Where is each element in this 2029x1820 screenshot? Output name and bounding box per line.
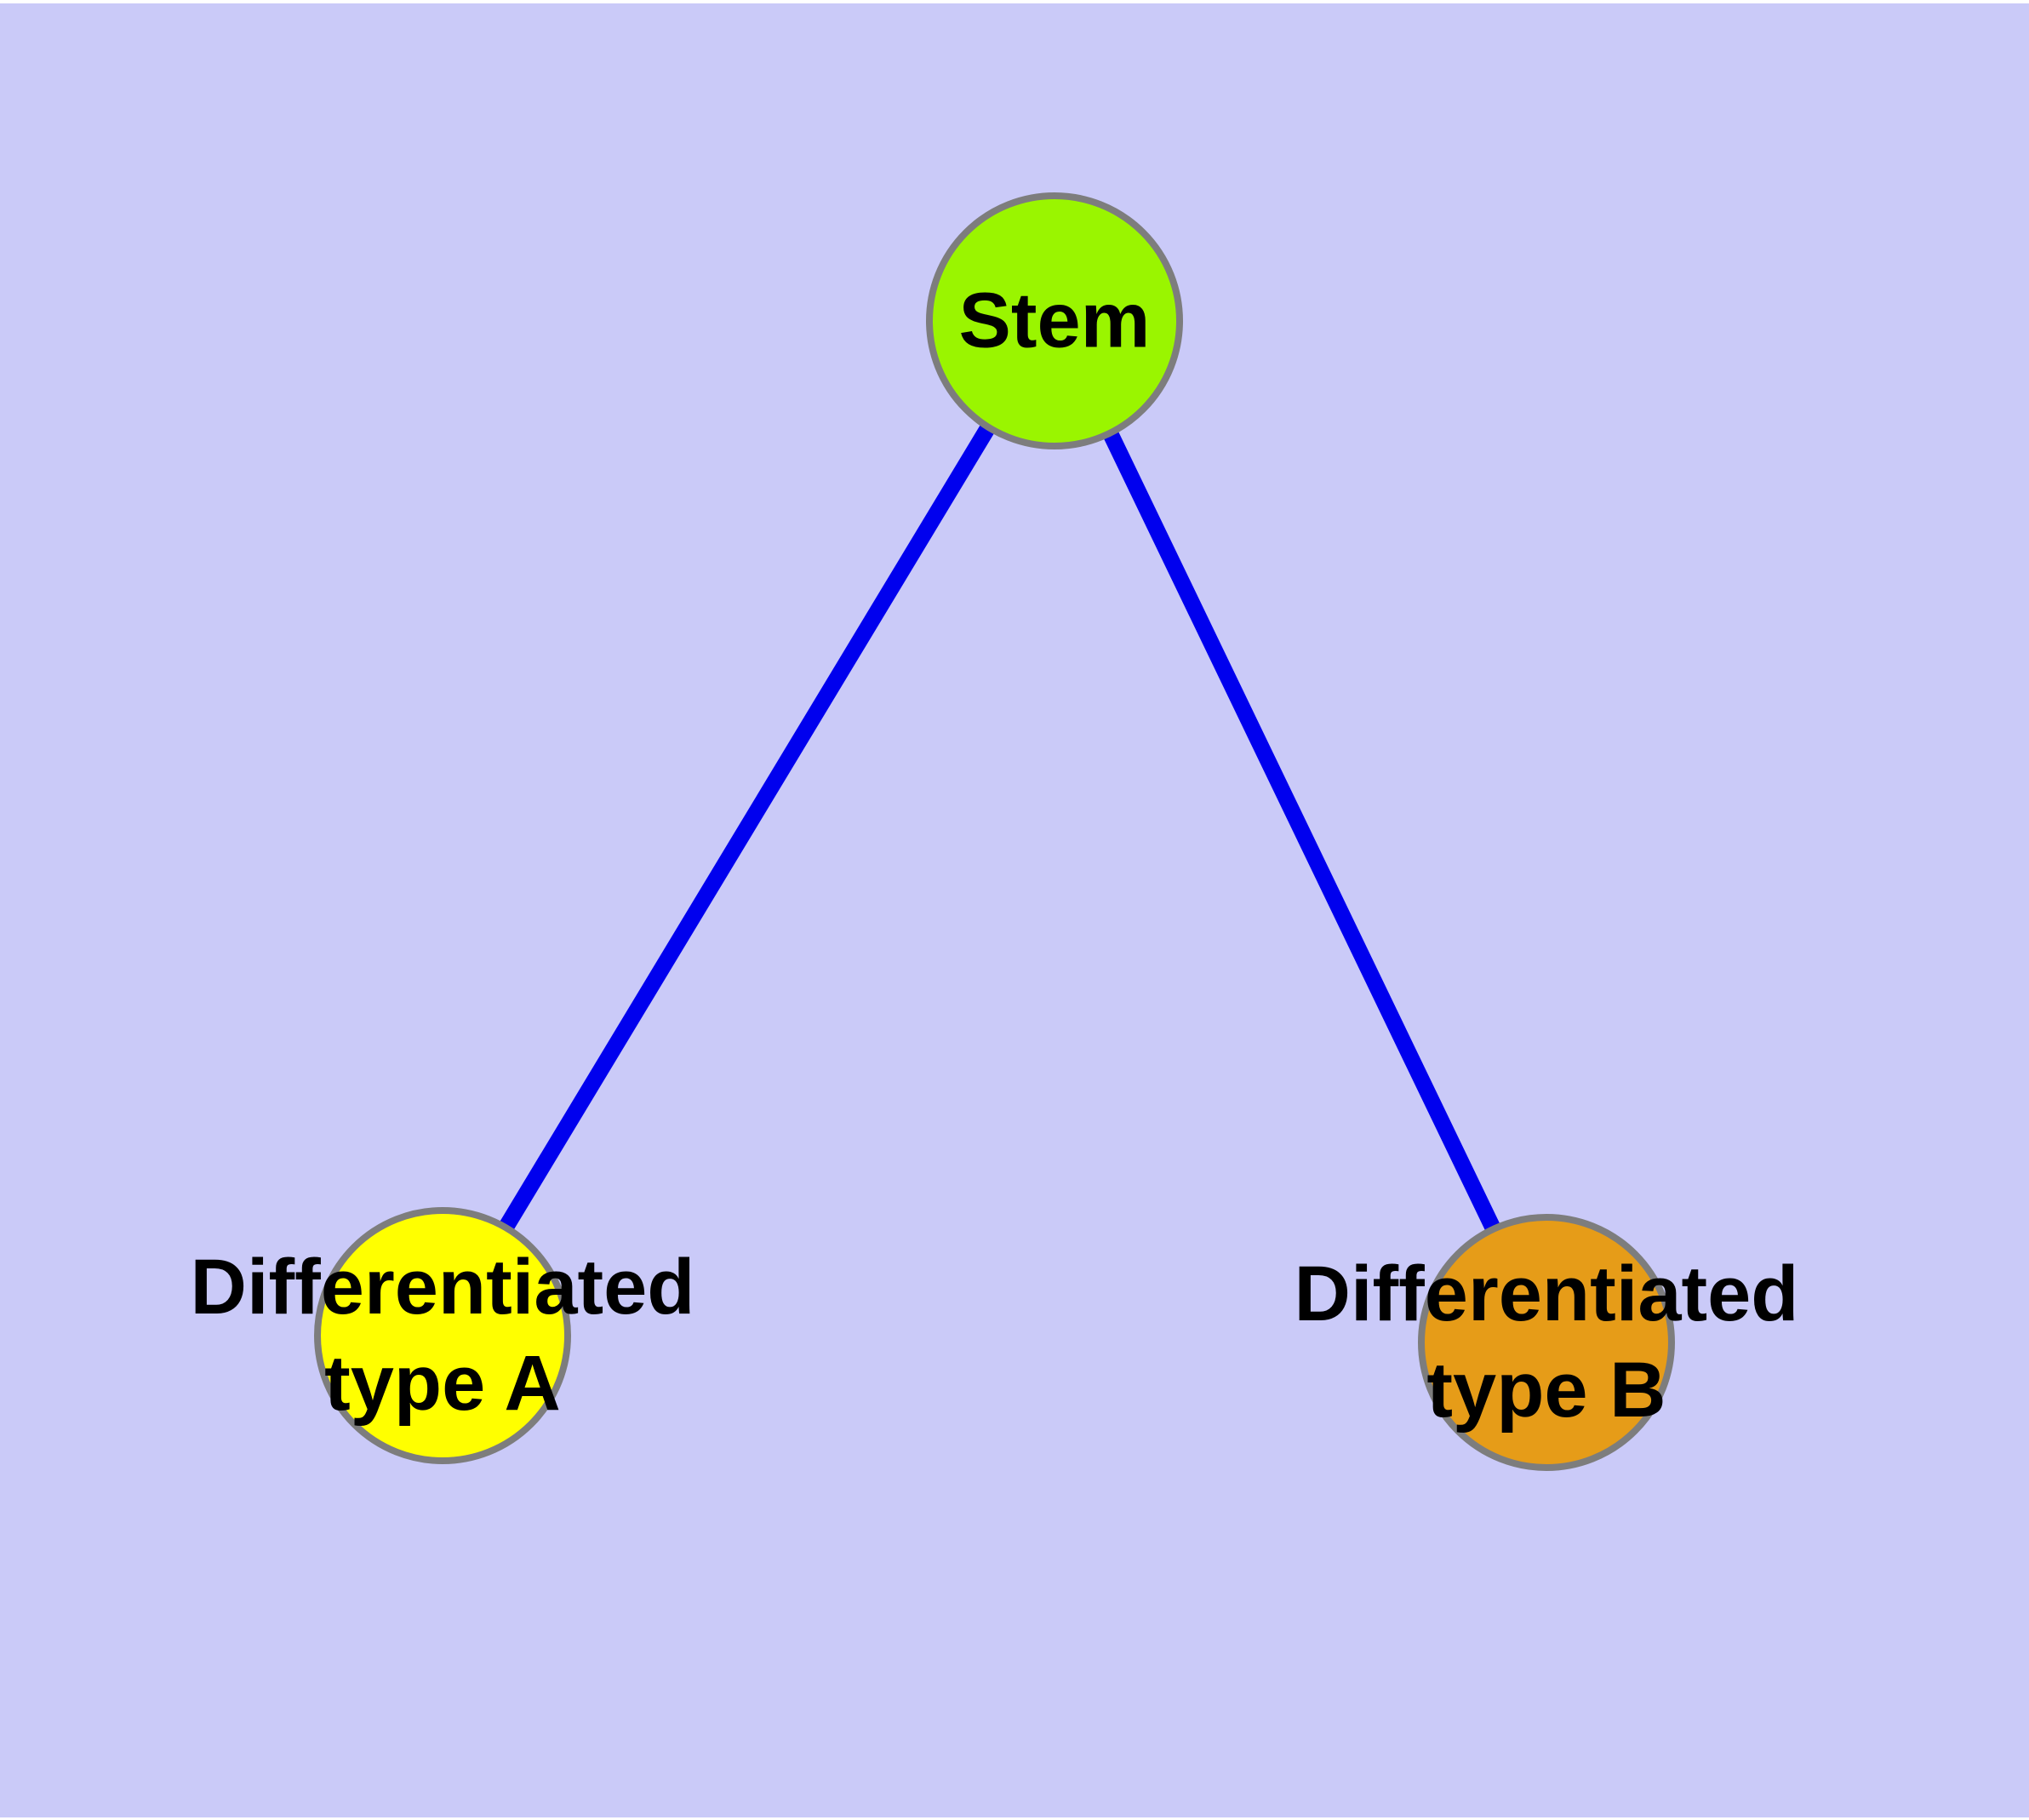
node-type-b-label: Differentiated type B [1294, 1251, 1799, 1434]
node-stem-label: Stem [958, 277, 1151, 364]
edges-layer [435, 313, 1554, 1343]
node-type-a-circle [314, 1207, 571, 1464]
node-stem-circle [926, 192, 1183, 449]
node-type-b-circle [1418, 1214, 1675, 1471]
edge-stem-to-type-b [1047, 313, 1554, 1343]
node-type-a-label: Differentiated type A [190, 1244, 695, 1427]
diagram-canvas: Stem Differentiated type A Differentiate… [0, 3, 2029, 1817]
edge-stem-to-type-a [435, 313, 1062, 1336]
